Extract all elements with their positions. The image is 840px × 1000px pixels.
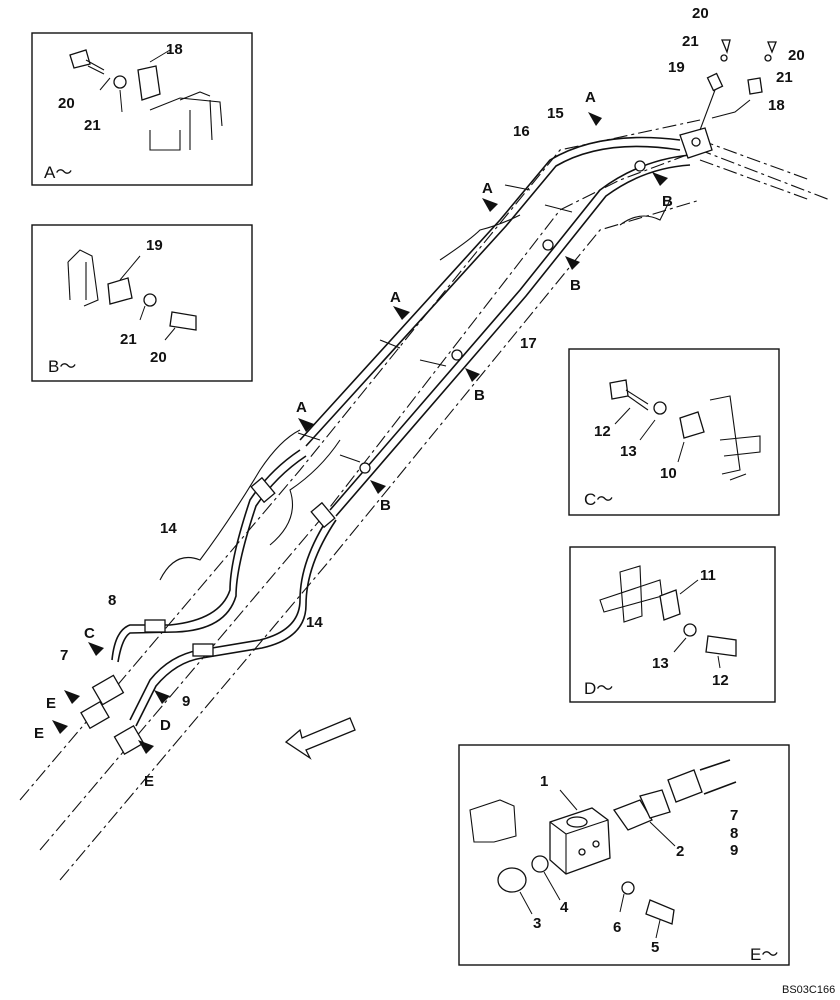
detail-a-label-18: 18 (166, 41, 183, 58)
detail-e-label-7: 7 (730, 807, 738, 824)
main-labels: 20 21 20 19 21 18 15 16 17 14 14 8 7 9 A… (34, 5, 805, 790)
detail-e-label-9: 9 (730, 842, 738, 859)
marker-a-1: A (585, 89, 596, 106)
marker-c: C (84, 625, 95, 642)
label-16: 16 (513, 123, 530, 140)
detail-c-box: 12 13 10 C〜 (568, 348, 780, 516)
detail-e-caption: E〜 (750, 945, 778, 964)
detail-a-box: 18 20 21 A〜 (31, 32, 253, 186)
marker-a-4: A (296, 399, 307, 416)
label-19: 19 (668, 59, 685, 76)
detail-b-label-21: 21 (120, 331, 137, 348)
label-20-a: 20 (692, 5, 709, 22)
detail-d-box: 11 13 12 D〜 (569, 546, 776, 703)
detail-e-label-3: 3 (533, 915, 541, 932)
marker-a-3: A (390, 289, 401, 306)
detail-c-label-10: 10 (660, 465, 677, 482)
detail-a-caption: A〜 (44, 163, 72, 182)
detail-a-label-21: 21 (84, 117, 101, 134)
label-14-b: 14 (306, 614, 323, 631)
label-7: 7 (60, 647, 68, 664)
marker-b-3: B (474, 387, 485, 404)
detail-b-box: 19 21 20 B〜 (31, 224, 253, 382)
label-14-a: 14 (160, 520, 177, 537)
marker-e-1: E (46, 695, 56, 712)
marker-b-1: B (662, 193, 673, 210)
detail-c-label-13: 13 (620, 443, 637, 460)
detail-e-label-6: 6 (613, 919, 621, 936)
detail-d-label-13: 13 (652, 655, 669, 672)
label-9: 9 (182, 693, 190, 710)
detail-e-label-1: 1 (540, 773, 548, 790)
label-21-b: 21 (776, 69, 793, 86)
marker-b-2: B (570, 277, 581, 294)
detail-e-label-5: 5 (651, 939, 659, 956)
label-21-a: 21 (682, 33, 699, 50)
detail-b-label-19: 19 (146, 237, 163, 254)
detail-e-label-2: 2 (676, 843, 684, 860)
marker-b-4: B (380, 497, 391, 514)
label-8: 8 (108, 592, 116, 609)
detail-a-label-20: 20 (58, 95, 75, 112)
marker-d: D (160, 717, 171, 734)
figure-code: BS03C166 (782, 984, 835, 996)
marker-a-2: A (482, 180, 493, 197)
marker-e-3: E (144, 773, 154, 790)
detail-d-caption: D〜 (584, 679, 613, 698)
detail-d-label-12: 12 (712, 672, 729, 689)
detail-d-label-11: 11 (700, 567, 716, 584)
label-18: 18 (768, 97, 785, 114)
hydraulic-hoses (80, 39, 777, 756)
detail-c-label-12: 12 (594, 423, 611, 440)
detail-e-label-4: 4 (560, 899, 569, 916)
direction-arrow (284, 717, 356, 760)
detail-b-caption: B〜 (48, 357, 76, 376)
detail-e-box: 1 2 7 8 9 3 4 6 5 E〜 (458, 744, 790, 966)
detail-e-label-8: 8 (730, 825, 738, 842)
label-15: 15 (547, 105, 564, 122)
detail-b-label-20: 20 (150, 349, 167, 366)
boom-outline (19, 119, 831, 881)
marker-e-2: E (34, 725, 44, 742)
label-17: 17 (520, 335, 537, 352)
view-markers (52, 112, 668, 754)
label-20-b: 20 (788, 47, 805, 64)
detail-c-caption: C〜 (584, 490, 613, 509)
